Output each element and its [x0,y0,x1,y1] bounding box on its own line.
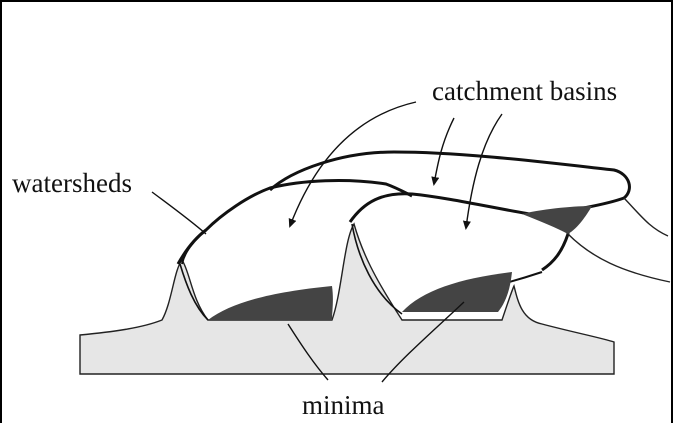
catchment-basins-label: catchment basins [432,76,617,106]
left-basin-rim [182,230,206,264]
basin-arrow-3 [466,114,502,228]
basin-arrow-2 [434,118,454,184]
ridge-line [178,181,412,264]
minimum-middle [402,272,512,312]
watersheds-pointer [152,192,206,234]
minimum-back [522,206,592,234]
minima-label: minima [302,390,385,420]
basin-arrow-1 [290,102,416,226]
minimum-left [208,286,333,320]
far-terrain-line-2 [568,234,670,282]
far-terrain-line-1 [624,198,668,236]
middle-ridge-line [350,194,568,270]
terrain-ground [80,224,614,374]
watersheds-label: watersheds [12,168,132,198]
